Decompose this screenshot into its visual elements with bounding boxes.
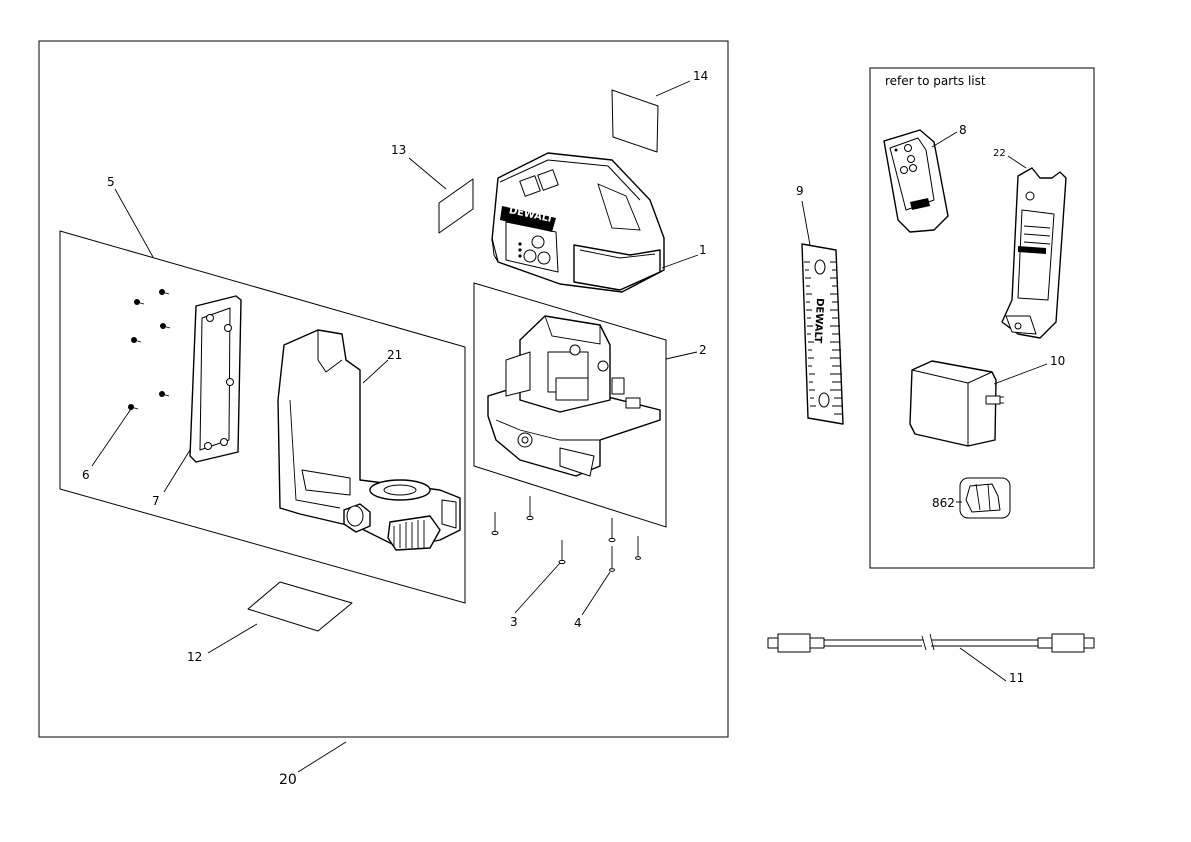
screw-3a [491, 512, 499, 536]
callout-22: 22 [993, 148, 1006, 159]
laser-housing-part: DEWALT [491, 152, 665, 293]
small-screws-part [128, 289, 171, 410]
callout-9: 9 [796, 184, 804, 198]
screw-3c [558, 540, 566, 565]
callout-1: 1 [699, 243, 707, 257]
callout-7: 7 [152, 494, 160, 508]
label-sheet-13 [438, 178, 474, 234]
callout-6: 6 [82, 468, 90, 482]
callout-12: 12 [187, 650, 202, 664]
callout-8: 8 [959, 123, 967, 137]
label-sheet-14 [611, 89, 659, 153]
callout-3: 3 [510, 615, 518, 629]
callout-13: 13 [391, 143, 406, 157]
usb-charger-part [909, 360, 1004, 447]
callout-10: 10 [1050, 354, 1065, 368]
laser-module-part [487, 315, 661, 477]
screw-3b [526, 496, 534, 521]
label-sheet-12 [247, 581, 353, 632]
remote-holster-part [1001, 167, 1067, 339]
target-card-brand-label: DEWALT [812, 298, 825, 344]
callout-21: 21 [387, 348, 402, 362]
long-screws-part [491, 496, 641, 572]
callout-2: 2 [699, 343, 707, 357]
accessories-frame [869, 67, 1095, 569]
kit-frame [38, 40, 729, 738]
l-bracket-part [277, 329, 461, 551]
screw-3d [608, 518, 616, 543]
callout-4: 4 [574, 616, 582, 630]
screw-4a [609, 546, 615, 572]
callout-20: 20 [279, 772, 297, 788]
pouch-clip-part [959, 477, 1011, 519]
usb-cable-part [767, 633, 1095, 653]
callout-5: 5 [107, 175, 115, 189]
remote-control-part [883, 129, 949, 233]
leader-lines [91, 80, 1048, 773]
callout-14: 14 [693, 69, 708, 83]
screw-4b [635, 536, 641, 560]
refer-to-parts-list-note: refer to parts list [885, 74, 986, 88]
mounting-plate-part [189, 295, 242, 463]
callout-11: 11 [1009, 671, 1024, 685]
target-card-part: DEWALT [801, 243, 844, 425]
callout-862: 862 [932, 496, 955, 510]
laser-module-panel [473, 282, 667, 528]
bracket-assembly-panel [59, 230, 466, 604]
